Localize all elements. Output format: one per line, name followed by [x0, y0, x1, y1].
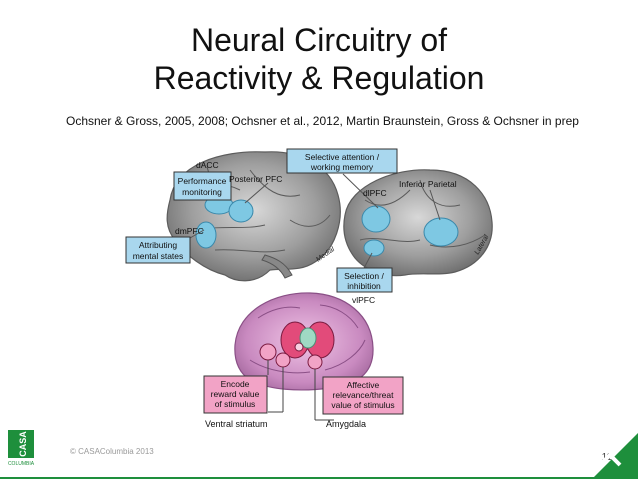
- selection-inhibition-box: Selection / inhibition: [336, 267, 393, 293]
- performance-monitoring-box: Performance monitoring: [173, 171, 232, 201]
- svg-text:mental states: mental states: [133, 251, 184, 261]
- svg-text:Performance: Performance: [178, 176, 227, 186]
- vlpfc-label: vlPFC: [352, 295, 375, 305]
- svg-text:CASA: CASA: [18, 431, 28, 457]
- svg-text:value of stimulus: value of stimulus: [331, 400, 394, 410]
- subcortical-brain-image: [234, 292, 374, 391]
- posterior-pfc-region: [228, 199, 254, 223]
- ventral-striatum-label: Ventral striatum: [205, 419, 268, 429]
- svg-text:Encode: Encode: [221, 379, 250, 389]
- citation: Ochsner & Gross, 2005, 2008; Ochsner et …: [66, 114, 579, 128]
- encode-reward-box: Encode reward value of stimulus: [203, 375, 268, 414]
- lateral-brain-image: [343, 169, 493, 277]
- svg-text:Affective: Affective: [347, 380, 380, 390]
- footer-rule: [0, 477, 638, 479]
- amygdala-region: [307, 354, 323, 370]
- selective-attention-box: Selective attention / working memory: [286, 148, 398, 174]
- casa-columbia-logo: CASA COLUMBIA: [6, 430, 36, 468]
- svg-text:Attributing: Attributing: [139, 240, 178, 250]
- corner-arrow-icon: [598, 452, 622, 467]
- inferior-parietal-label: Inferior Parietal: [399, 179, 457, 189]
- svg-text:Selection /: Selection /: [344, 271, 384, 281]
- dlpfc-label: dlPFC: [363, 188, 387, 198]
- ventral-striatum-region: [259, 343, 277, 361]
- amygdala-label: Amygdala: [326, 419, 366, 429]
- inferior-parietal-region: [423, 217, 459, 247]
- svg-text:COLUMBIA: COLUMBIA: [8, 461, 35, 467]
- affective-relevance-box: Affective relevance/threat value of stim…: [322, 376, 404, 415]
- attributing-mental-states-box: Attributing mental states: [125, 236, 191, 264]
- slide-title-line-1: Neural Circuitry of: [190, 22, 448, 58]
- svg-text:inhibition: inhibition: [347, 281, 381, 291]
- dlpfc-region: [361, 205, 391, 233]
- posterior-pfc-label: Posterior PFC: [229, 174, 282, 184]
- corner-accent: [592, 433, 638, 479]
- dmpfc-label: dmPFC: [175, 226, 204, 236]
- copyright-footer: © CASAColumbia 2013: [70, 447, 154, 456]
- vlpfc-region: [363, 239, 385, 257]
- svg-text:of stimulus: of stimulus: [215, 399, 256, 409]
- slide-title-line-2: Reactivity & Regulation: [153, 60, 485, 96]
- svg-text:working memory: working memory: [310, 162, 374, 172]
- svg-text:monitoring: monitoring: [182, 187, 222, 197]
- svg-text:relevance/threat: relevance/threat: [333, 390, 395, 400]
- svg-text:Selective attention /: Selective attention /: [305, 152, 380, 162]
- svg-text:reward value: reward value: [211, 389, 260, 399]
- dacc-label: dACC: [196, 160, 219, 170]
